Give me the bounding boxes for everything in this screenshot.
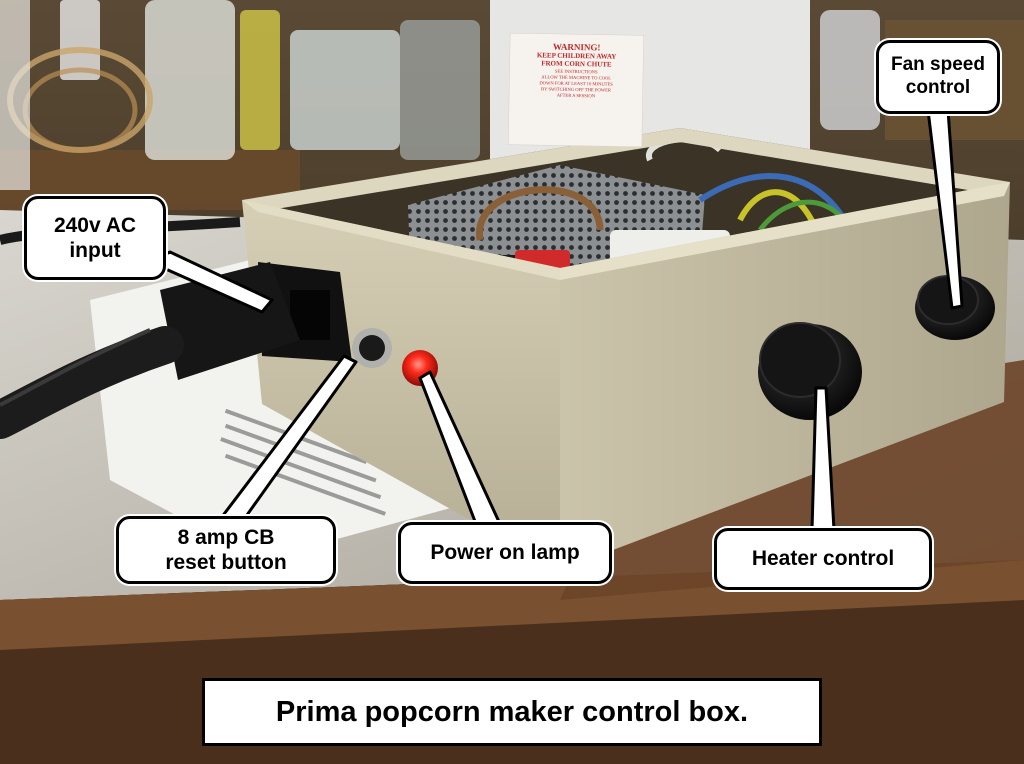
warning-sign-card xyxy=(508,32,644,148)
callout-cb-reset-line-1: 8 amp CB xyxy=(177,525,275,549)
callout-ac-input: 240v AC input xyxy=(24,196,166,280)
callout-power-lamp-text: Power on lamp xyxy=(430,541,580,565)
callout-cb-reset: 8 amp CB reset button xyxy=(116,516,336,584)
callout-fan-speed: Fan speed control xyxy=(876,40,1000,114)
callout-heater-control: Heater control xyxy=(714,528,932,590)
callout-fan-speed-line-1: Fan speed xyxy=(891,54,985,76)
photo-caption: Prima popcorn maker control box. xyxy=(202,678,822,746)
callout-ac-input-line-1: 240v AC xyxy=(53,213,137,237)
callout-fan-speed-line-2: control xyxy=(905,77,971,98)
callout-power-lamp: Power on lamp xyxy=(398,522,612,584)
warning-sign: WARNING! KEEP CHILDREN AWAY FROM CORN CH… xyxy=(508,32,644,148)
callout-ac-input-line-2: input xyxy=(69,239,121,262)
callout-cb-reset-line-2: reset button xyxy=(165,551,287,574)
callout-heater-control-text: Heater control xyxy=(751,547,895,571)
